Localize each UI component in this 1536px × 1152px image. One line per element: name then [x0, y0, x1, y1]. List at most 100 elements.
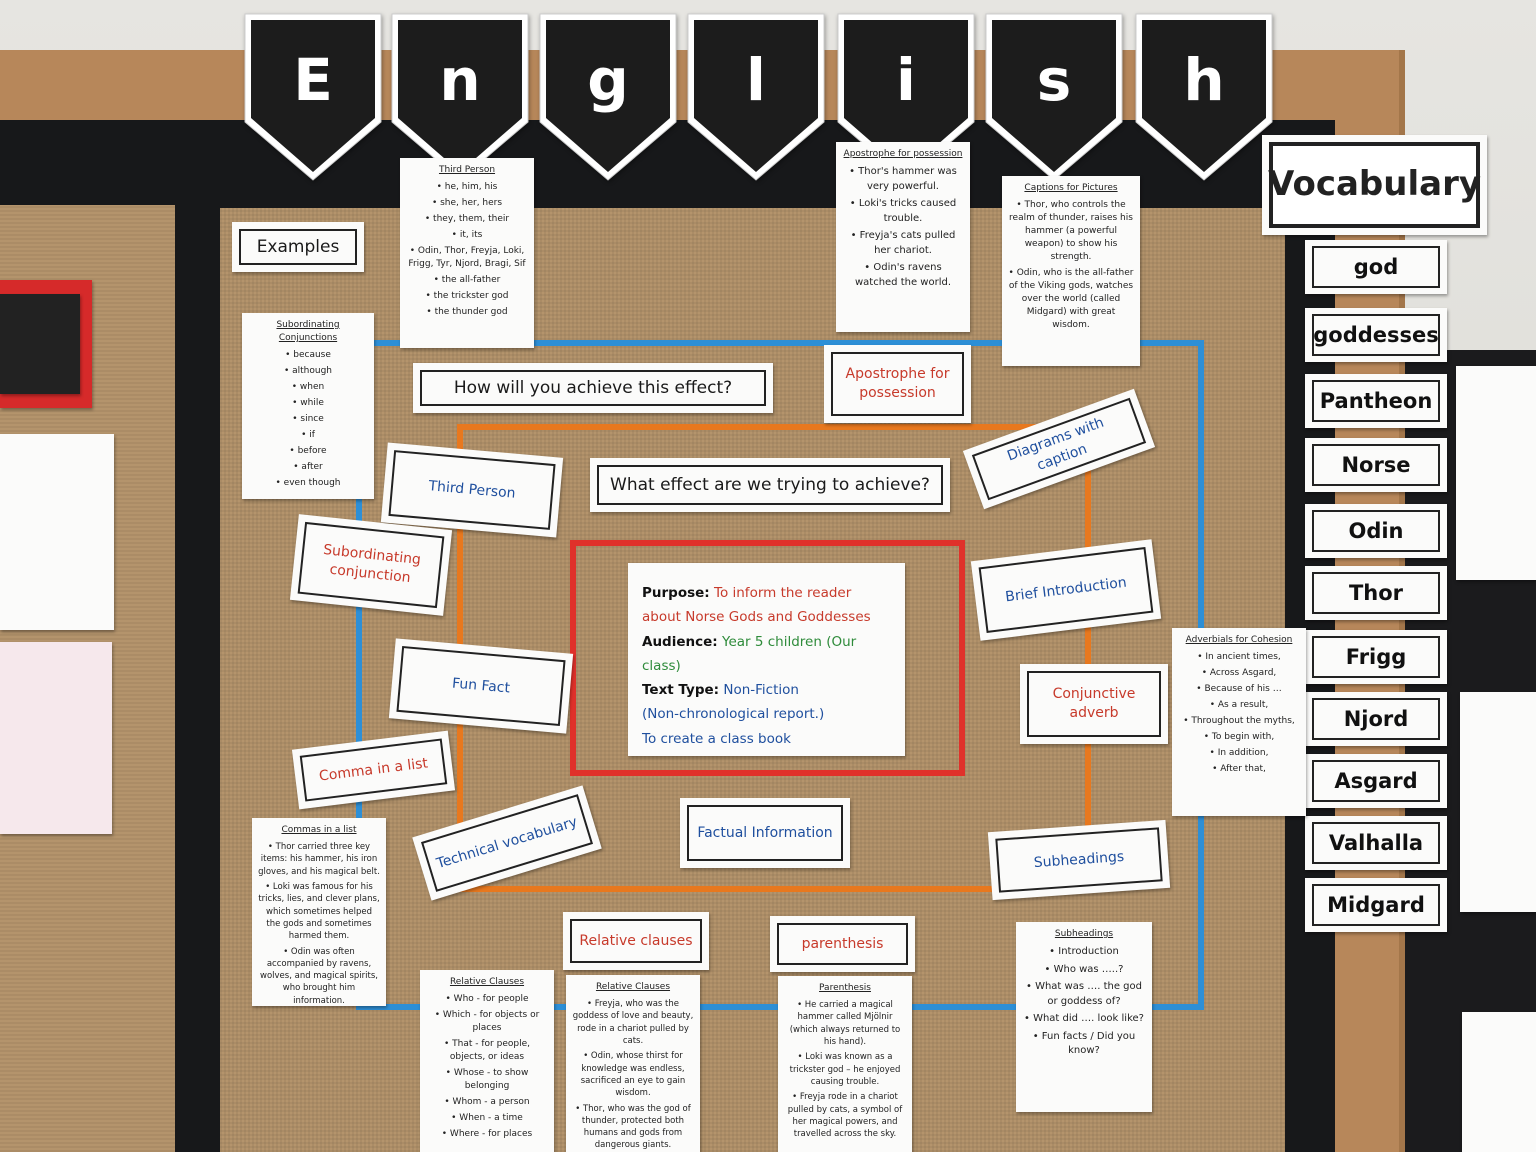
sheet-title: Adverbials for Cohesion [1185, 635, 1293, 645]
sheet-bullet-item: • Which - for objects or places [434, 1010, 540, 1034]
sheet-bullet-item: • Freyja rode in a chariot pulled by cat… [787, 1092, 903, 1140]
sheet-bullet-item: • To begin with, [1203, 732, 1275, 743]
sheet-title: Third Person [438, 165, 496, 175]
sheet-bullet-item: • Freyja's cats pulled her chariot. [850, 230, 956, 256]
sheet-bullet-item: • even though [275, 478, 341, 489]
third-person-sheet: Third Person • he, him, his • she, her, … [400, 158, 534, 348]
sheet-bullet-item: • Whom - a person [444, 1097, 530, 1108]
card-label: Comma in a list [299, 738, 448, 802]
purpose-text: To inform the reader about Norse Gods an… [642, 585, 871, 626]
card-label: Thor [1312, 572, 1440, 614]
sheet-bullet-item: • the all-father [433, 275, 501, 286]
sheet-bullet-item: • Loki was famous for his tricks, lies, … [258, 881, 380, 942]
sheet-bullet-item: • if [301, 430, 315, 441]
card-label: Third Person [388, 450, 556, 530]
sheet-bullet-item: • Across Asgard, [1201, 668, 1277, 679]
sheet-bullet-item: • In addition, [1209, 748, 1269, 759]
sheet-bullet-item: • What was …. the god or goddess of? [1026, 981, 1142, 1007]
card-label: Apostrophe for possession [831, 352, 964, 416]
right-partial-card-bottom [1462, 1012, 1536, 1152]
captions-sheet: Captions for Pictures • Thor, who contro… [1002, 176, 1140, 366]
parenthesis-card: parenthesis [770, 916, 915, 972]
sheet-bullet-item: • she, her, hers [431, 198, 503, 209]
banner-letter: E [293, 46, 333, 114]
card-label: Subheadings [995, 827, 1163, 893]
left-black-card [0, 294, 80, 394]
vocabulary-title: Vocabulary [1262, 135, 1487, 235]
subheadings-card: Subheadings [987, 819, 1171, 901]
vocab-word: Norse [1305, 438, 1447, 492]
sheet-bullet-item: • Whose - to show belonging [445, 1068, 529, 1092]
card-label: Conjunctive adverb [1027, 671, 1161, 737]
relative-card: Relative clauses [563, 912, 709, 970]
sheet-title: Relative Clauses [595, 982, 671, 992]
card-label: Fun Fact [396, 645, 566, 727]
sheet-title: Subordinating Conjunctions [276, 320, 340, 344]
subordinating-sheet: Subordinating Conjunctions • because • a… [242, 313, 374, 499]
sheet-bullet-item: • He carried a magical hammer called Mjö… [789, 1000, 901, 1047]
sheet-title: Apostrophe for possession [843, 149, 963, 159]
card-label: How will you achieve this effect? [420, 370, 766, 406]
sheet-bullet-item: • Freyja, who was the goddess of love an… [572, 999, 694, 1046]
sheet-bullet-item: • Odin, whose thirst for knowledge was e… [580, 1051, 686, 1099]
red-tape-frame [570, 540, 965, 776]
type-label: Text Type: [642, 682, 720, 699]
pennant-h: h [1134, 12, 1274, 182]
conjunctive-card: Conjunctive adverb [1020, 664, 1168, 744]
banner-letter: l [746, 46, 766, 114]
sheet-bullet-item: • Loki's tricks caused trouble. [849, 198, 957, 224]
sheet-title: Relative Clauses [449, 977, 525, 987]
purpose-panel: Purpose: To inform the reader about Nors… [628, 563, 905, 756]
sheet-bullet-item: • Odin, Thor, Freyja, Loki, Frigg, Tyr, … [408, 246, 526, 270]
sheet-bullet-item: • the thunder god [426, 307, 508, 318]
pennant-e: E [243, 12, 383, 182]
sheet-bullet-item: • Thor carried three key items: his hamm… [258, 842, 380, 877]
banner-letter: h [1183, 46, 1225, 114]
card-label: Norse [1312, 444, 1440, 486]
sheet-title: Captions for Pictures [1024, 183, 1118, 193]
third-person-card: Third Person [380, 442, 564, 538]
pennant-g: g [538, 12, 678, 182]
sheet-bullet-item: • although [283, 366, 333, 377]
sheet-bullet-item: • After that, [1212, 764, 1266, 775]
sheet-bullet-item: • When - a time [451, 1113, 523, 1124]
card-label: Relative clauses [570, 919, 702, 963]
sheet-bullet-item: • Because of his … [1196, 684, 1282, 695]
vocab-word: Midgard [1305, 878, 1447, 932]
left-border-strip [175, 200, 221, 1152]
parenthesis-sheet: Parenthesis • He carried a magical hamme… [778, 976, 912, 1152]
audience-text: Year 5 children (Our class) [642, 633, 857, 674]
sheet-bullet-item: • when [291, 382, 325, 393]
sheet-bullet-item: • Odin, who is the all-father of the Vik… [1008, 268, 1134, 331]
pennant-n: n [390, 12, 530, 182]
sheet-bullet-item: • the trickster god [425, 291, 509, 302]
audience-label: Audience: [642, 633, 718, 650]
relative-clauses-sheet: Relative Clauses • Who - for people • Wh… [420, 970, 554, 1152]
type-text: Non-Fiction [723, 682, 799, 699]
sheet-bullet-item: • Throughout the myths, [1183, 716, 1295, 727]
left-worksheet [0, 434, 114, 630]
vocab-word: Odin [1305, 504, 1447, 558]
purpose-label: Purpose: [642, 585, 710, 601]
factual-card: Factual Information [680, 798, 850, 868]
sheet-bullet-item: • Loki was known as a trickster god – he… [789, 1052, 901, 1087]
apostrophe-sheet: Apostrophe for possession • Thor's hamme… [836, 142, 970, 332]
sheet-bullet-item: • Odin's ravens watched the world. [854, 262, 952, 288]
sheet-title: Parenthesis [819, 983, 871, 993]
vocab-word: Njord [1305, 692, 1447, 746]
sheet-bullet-item: • As a result, [1209, 700, 1269, 711]
sheet-bullet-item: • before [289, 446, 327, 457]
what-card: What effect are we trying to achieve? [590, 458, 950, 512]
banner-letter: i [896, 46, 916, 114]
vocab-word: Asgard [1305, 754, 1447, 808]
card-label: Brief Introduction [978, 547, 1154, 633]
sheet-bullet-item: • Who - for people [445, 994, 529, 1005]
sheet-bullet-item: • Fun facts / Did you know? [1032, 1030, 1136, 1057]
card-label: Subordinating conjunction [297, 521, 445, 609]
sheet-bullet-item: • Introduction [1049, 946, 1119, 958]
card-label: Factual Information [687, 805, 843, 861]
sheet-bullet-item: • because [285, 350, 331, 361]
vocab-word: Frigg [1305, 630, 1447, 684]
how-card: How will you achieve this effect? [413, 363, 773, 413]
sheet-bullet-item: • In ancient times, [1197, 652, 1281, 663]
